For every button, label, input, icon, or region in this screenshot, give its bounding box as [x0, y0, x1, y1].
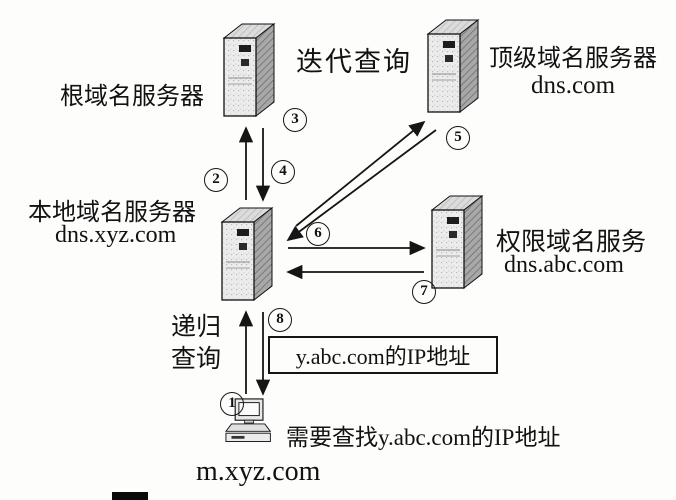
local-server-label: 本地域名服务器 — [28, 200, 196, 226]
auth-server-label: 权限域名服务 — [496, 229, 647, 256]
tld-server-domain: dns.com — [531, 72, 616, 99]
step-2-badge: 2 — [204, 168, 228, 192]
step-3-badge: 3 — [283, 108, 307, 132]
recursive-query-line2: 查询 — [170, 346, 221, 373]
root-server-icon — [223, 23, 275, 117]
step-8-badge: 8 — [268, 308, 292, 332]
host-domain-label: m.xyz.com — [196, 456, 321, 487]
auth-server-icon — [431, 195, 483, 289]
recursive-query-line1: 递归 — [170, 314, 221, 341]
local-server-domain: dns.xyz.com — [55, 222, 177, 248]
arrow-diagonal-tld-to-local — [286, 129, 437, 242]
root-server-label: 根域名服务器 — [60, 84, 204, 110]
tld-server-icon — [427, 19, 479, 113]
step-5-badge: 5 — [446, 126, 470, 150]
auth-server-domain: dns.abc.com — [504, 252, 624, 278]
tld-server-label: 顶级域名服务器 — [489, 46, 657, 72]
step-6-badge: 6 — [306, 222, 330, 246]
iterative-query-label: 迭代查询 — [296, 47, 412, 77]
step-7-badge: 7 — [412, 280, 436, 304]
recursive-query-label: 递归 查询 — [168, 312, 224, 376]
step-4-badge: 4 — [271, 160, 295, 184]
step-1-badge: 1 — [220, 392, 244, 416]
ip-result-box: y.abc.com的IP地址 — [268, 336, 498, 374]
local-server-icon — [221, 207, 273, 301]
ip-result-text: y.abc.com的IP地址 — [295, 344, 471, 369]
scan-artifact-mark — [112, 492, 148, 500]
arrow-diagonal-local-to-tld — [295, 120, 426, 227]
lookup-request-label: 需要查找y.abc.com的IP地址 — [286, 425, 561, 450]
